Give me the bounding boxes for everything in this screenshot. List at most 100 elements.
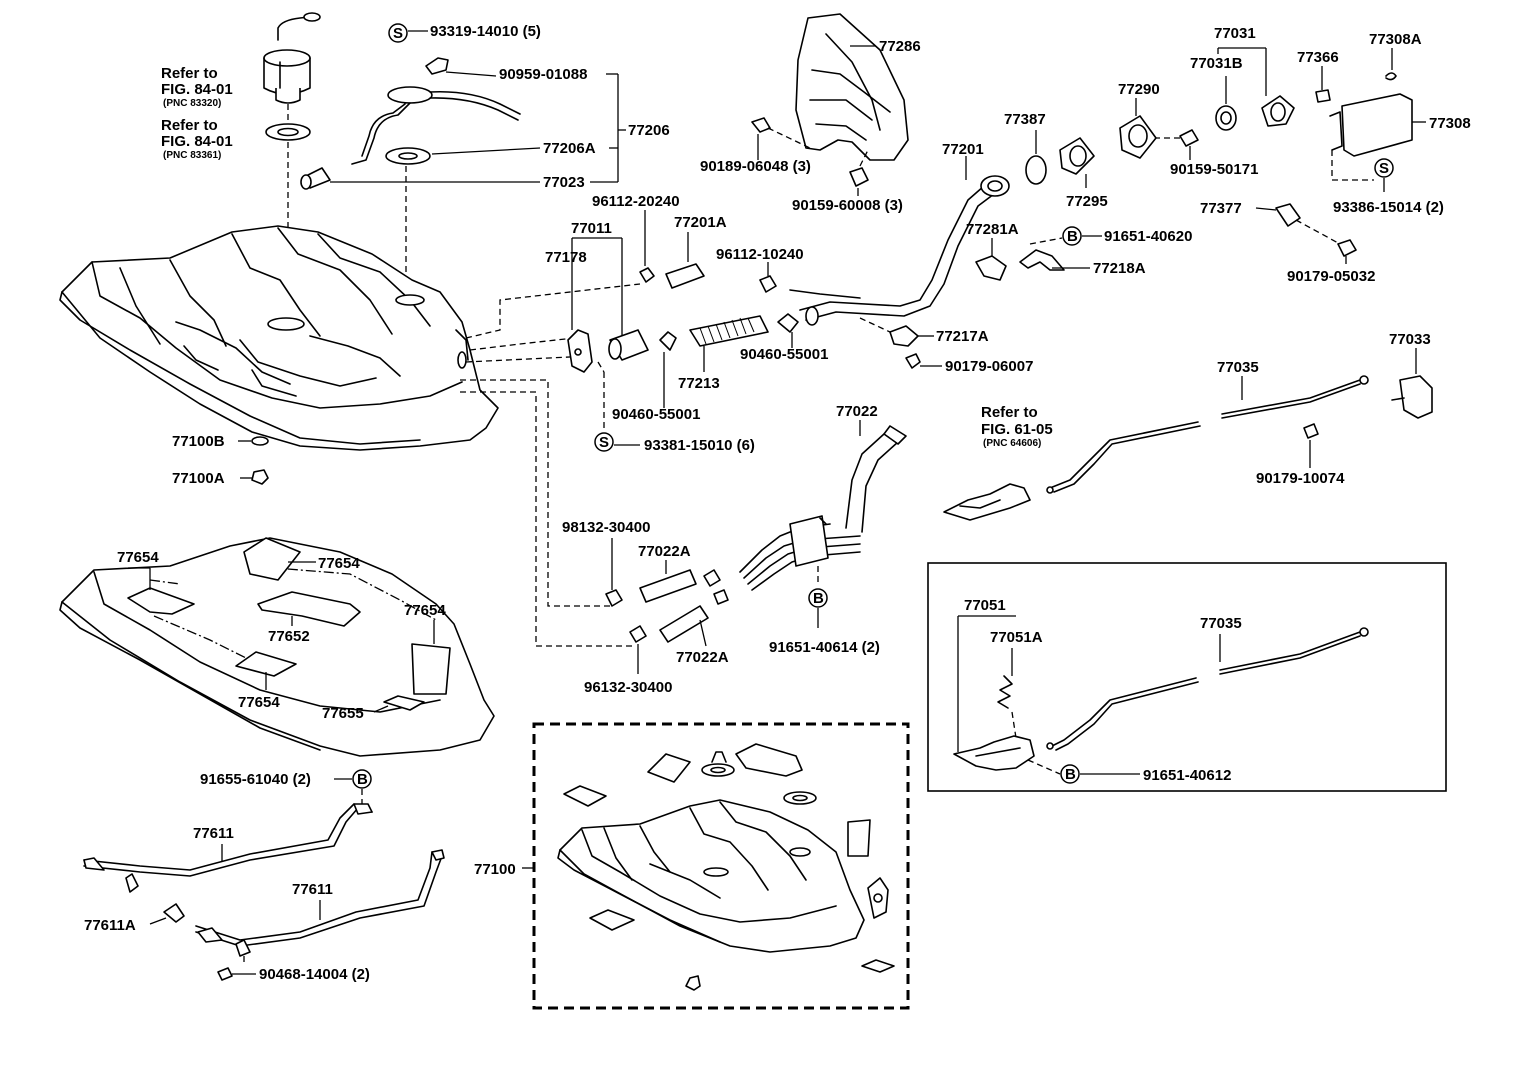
s-symbol: S <box>1379 160 1389 177</box>
ref-label: FIG. 84-01 <box>161 81 233 98</box>
part-label: 77206A <box>543 140 596 157</box>
part-label: 77308 <box>1429 115 1471 132</box>
part-label: 77611 <box>292 881 333 898</box>
spring-77051a <box>997 675 1013 709</box>
b-symbol: B <box>357 771 368 788</box>
part-label: 91651-40614 (2) <box>769 639 880 656</box>
part-label: 90159-50171 <box>1170 161 1258 178</box>
part-label: 90959-01088 <box>499 66 587 83</box>
nut-90179-10074 <box>1303 423 1319 468</box>
opener-cable-77035 <box>1046 375 1369 494</box>
part-label: 77022A <box>638 543 691 560</box>
part-label: 77023 <box>543 174 585 191</box>
part-label: 77611A <box>84 917 136 934</box>
part-label: 77290 <box>1118 81 1160 98</box>
part-label: 96112-10240 <box>716 246 804 263</box>
fuel-cap-77031 <box>1215 47 1295 131</box>
protector-piece <box>735 743 803 777</box>
part-label: 77213 <box>678 375 720 392</box>
opener-cable-dx <box>1046 627 1369 751</box>
part-label: 77051A <box>990 629 1043 646</box>
part-label: 77035 <box>1217 359 1259 376</box>
hose-clamp <box>659 331 677 408</box>
protector-77652 <box>257 591 361 627</box>
opener-lever <box>943 483 1031 521</box>
part-label: 96132-30400 <box>584 679 672 696</box>
filler-neck-union: 77011 77178 <box>545 220 649 432</box>
nut-90179-05032 <box>1337 239 1357 264</box>
part-label: 77201A <box>674 214 727 231</box>
part-label: 77652 <box>268 628 310 645</box>
hinge-77377 <box>1255 203 1341 245</box>
part-label: 77654 <box>117 549 159 566</box>
part-label: 90189-06048 (3) <box>700 158 811 175</box>
part-label: 90468-14004 (2) <box>259 966 370 983</box>
ref-label: (PNC 83320) <box>163 98 221 109</box>
filler-hose-77213 <box>689 315 769 372</box>
b-symbol: B <box>1065 766 1076 783</box>
part-label: 77206 <box>628 122 670 139</box>
hose-clamp <box>759 275 777 293</box>
tank-strap-77611-upper <box>83 803 373 893</box>
part-label: 77611 <box>193 825 234 842</box>
protector-piece <box>589 909 635 931</box>
fuel-tube-77022 <box>739 425 907 591</box>
part-label: 77178 <box>545 249 587 266</box>
part-label: 90179-06007 <box>945 358 1033 375</box>
tank-plug-77100a <box>251 469 269 485</box>
part-label: 77100B <box>172 433 225 450</box>
part-label: 96112-20240 <box>592 193 680 210</box>
tank-plug-77100b <box>251 436 269 446</box>
gasket-small <box>783 791 817 805</box>
part-label: 90179-05032 <box>1287 268 1375 285</box>
fuel-sender-unit <box>263 12 321 104</box>
bolt-90189 <box>751 117 811 160</box>
part-label: 77022 <box>836 403 878 420</box>
part-label: 91651-40612 <box>1143 767 1231 784</box>
part-label: 77286 <box>879 38 921 55</box>
s-symbol: S <box>393 25 403 42</box>
s-symbol: S <box>599 434 609 451</box>
ref-label: Refer to <box>161 65 218 82</box>
tank-strap-77611-lower <box>195 849 445 957</box>
part-label: 77654 <box>238 694 280 711</box>
sender-gasket <box>265 123 311 141</box>
part-label: 90460-55001 <box>740 346 828 363</box>
fuel-door-77308 <box>1329 93 1426 181</box>
bolt-90179-06007 <box>905 353 942 369</box>
plug-small <box>685 975 701 991</box>
clip-77217a <box>859 317 934 347</box>
bolt-90468 <box>217 967 233 981</box>
part-label: 77051 <box>964 597 1006 614</box>
part-label: 77281A <box>966 221 1019 238</box>
fuel-tank-assembly-77100 <box>557 799 865 953</box>
vent-tube-assembly: S 93319-14010 (5) 90959-01088 77206 7720… <box>300 23 670 191</box>
part-label: 77031B <box>1190 55 1243 72</box>
part-label: 77295 <box>1066 193 1108 210</box>
hose-clamp <box>777 313 799 333</box>
protector-77654-d <box>411 643 451 695</box>
part-label: 77655 <box>322 705 364 722</box>
union-small <box>867 877 889 919</box>
part-label: 77308A <box>1369 31 1422 48</box>
bolt-90159-60008 <box>849 149 869 196</box>
part-label: 77377 <box>1200 200 1242 217</box>
part-label: 77654 <box>318 555 360 572</box>
part-label: 77218A <box>1093 260 1146 277</box>
spring-77308a <box>1385 48 1397 81</box>
part-label: 90159-60008 (3) <box>792 197 903 214</box>
part-label: 77035 <box>1200 615 1242 632</box>
part-label: 77654 <box>404 602 446 619</box>
gasket-77295 <box>1059 137 1095 188</box>
tank-assembly-box <box>532 722 910 1010</box>
part-label: 98132-30400 <box>562 519 650 536</box>
b-symbol: B <box>1067 228 1078 245</box>
part-label: 90179-10074 <box>1256 470 1345 487</box>
protector-77654-c <box>235 651 297 677</box>
fuel-hose-77022a <box>659 589 729 647</box>
part-label: 77387 <box>1004 111 1046 128</box>
part-label: 77033 <box>1389 331 1431 348</box>
clip-77366 <box>1315 66 1331 103</box>
b-symbol: B <box>813 590 824 607</box>
